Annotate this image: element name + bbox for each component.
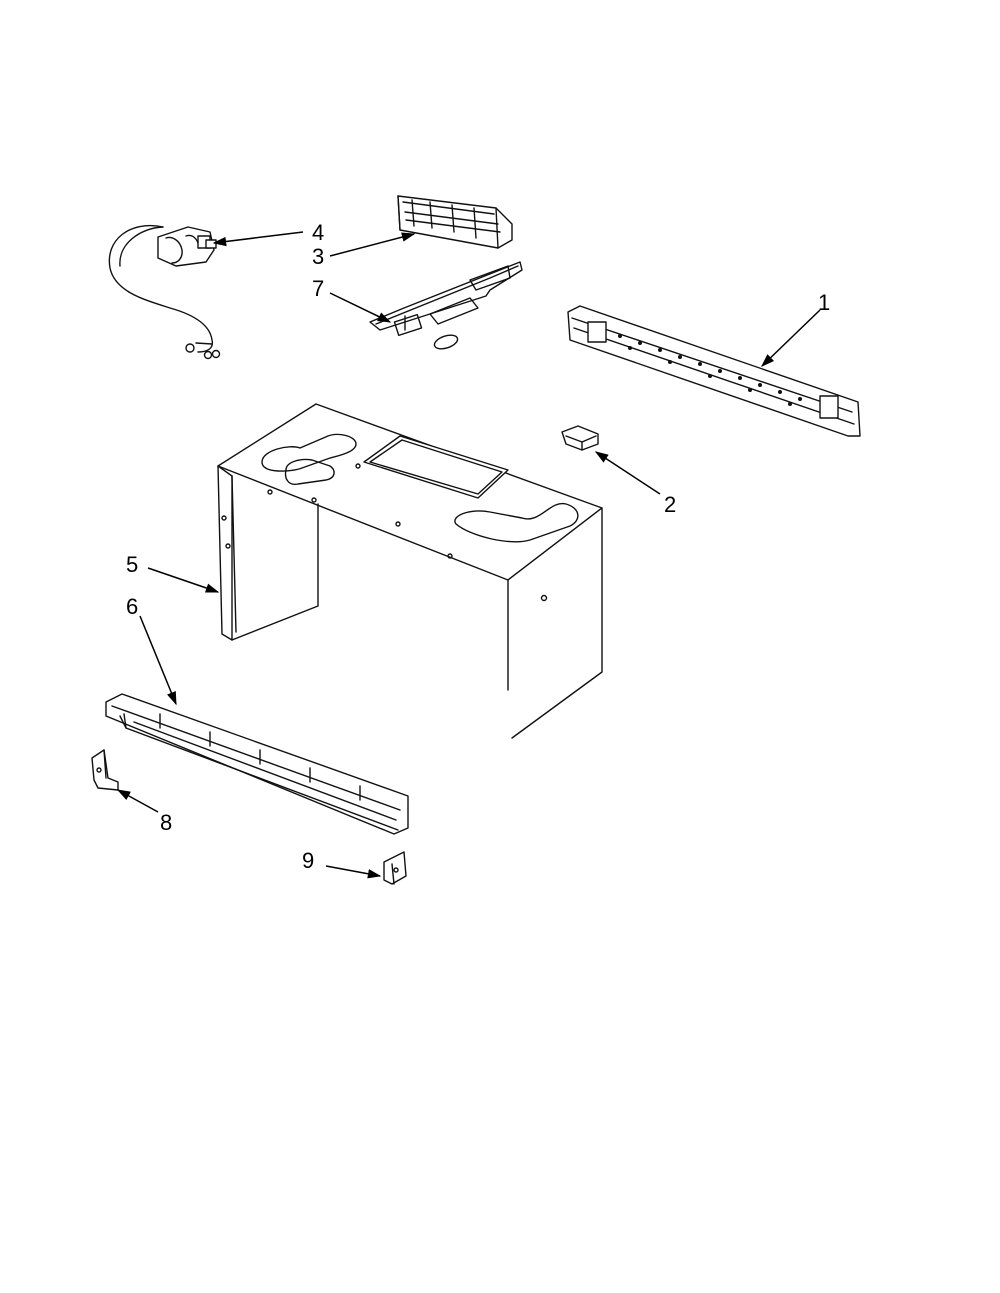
part-1-rear-rail [567, 305, 861, 437]
callouts: 1 2 3 4 5 6 7 8 9 [126, 220, 830, 873]
callout-8: 8 [160, 810, 172, 835]
part-8-bracket [91, 749, 119, 791]
part-6-front-rail [105, 693, 409, 835]
leader-lines [116, 231, 821, 879]
callout-1: 1 [818, 290, 830, 315]
callout-2: 2 [664, 492, 676, 517]
callout-9: 9 [302, 848, 314, 873]
cabinet-wrapper [217, 403, 603, 739]
callout-3: 3 [312, 244, 324, 269]
part-7-mounting-plate [369, 261, 523, 350]
callout-7: 7 [312, 276, 324, 301]
part-3-vent-rail [397, 195, 513, 249]
callout-6: 6 [126, 594, 138, 619]
part-4-wire-harness [108, 224, 221, 360]
part-9-bracket [383, 851, 407, 885]
callout-5: 5 [126, 552, 138, 577]
callout-4: 4 [312, 220, 324, 245]
part-2-clip [561, 425, 599, 451]
